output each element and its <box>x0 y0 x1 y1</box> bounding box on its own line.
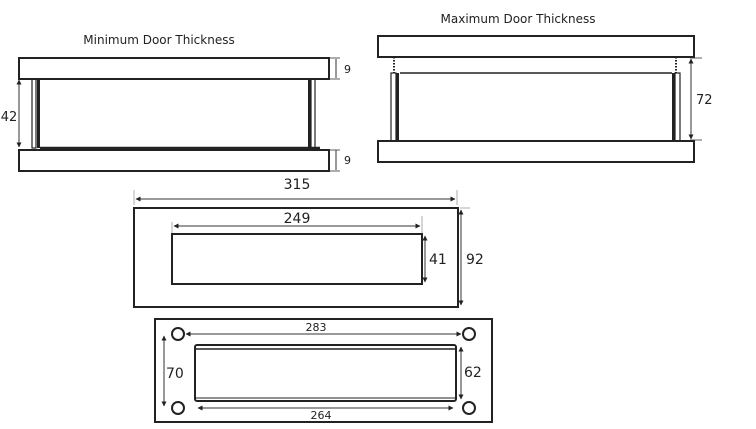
front-plate-view: 315 249 41 92 <box>133 177 484 308</box>
dim-label-top-plate: 9 <box>344 63 351 76</box>
left-bolt <box>390 72 397 142</box>
left-bolt <box>31 78 37 149</box>
screw-hole-bottom-left <box>171 401 185 415</box>
dim-label-flap-height: 62 <box>464 365 482 381</box>
dim-label-max-height: 72 <box>696 93 713 108</box>
dim-label-plate-height: 92 <box>466 252 484 268</box>
bottom-plate <box>377 140 695 163</box>
left-bolt-body <box>37 79 40 148</box>
screw-hole-top-right <box>462 327 476 341</box>
bottom-plate <box>18 149 330 172</box>
right-bolt <box>310 78 316 149</box>
back-plate-view: 283 70 62 264 <box>154 318 493 423</box>
screw-hole-bottom-right <box>462 401 476 415</box>
top-plate <box>18 57 330 80</box>
dim-label-opening-height: 41 <box>429 252 447 268</box>
minimum-title: Minimum Door Thickness <box>83 33 234 47</box>
maximum-door-thickness-view: Maximum Door Thickness 72 <box>377 12 713 163</box>
dim-label-opening-width: 249 <box>284 211 311 227</box>
right-bolt-body <box>308 79 311 148</box>
minimum-door-thickness-view: Minimum Door Thickness 42 9 9 <box>1 33 351 172</box>
letter-opening <box>171 233 423 285</box>
dim-label-flap-width: 264 <box>311 409 332 422</box>
dim-label-plate-width: 315 <box>284 177 311 193</box>
right-bolt <box>674 72 681 142</box>
dim-label-hole-spacing-v: 70 <box>166 366 184 382</box>
dim-label-min-height: 42 <box>1 110 18 125</box>
dim-label-hole-spacing-h: 283 <box>306 321 327 334</box>
inner-flap <box>194 344 457 402</box>
top-plate <box>377 35 695 58</box>
dim-label-bottom-plate: 9 <box>344 154 351 167</box>
screw-hole-top-left <box>171 327 185 341</box>
maximum-title: Maximum Door Thickness <box>441 12 596 26</box>
